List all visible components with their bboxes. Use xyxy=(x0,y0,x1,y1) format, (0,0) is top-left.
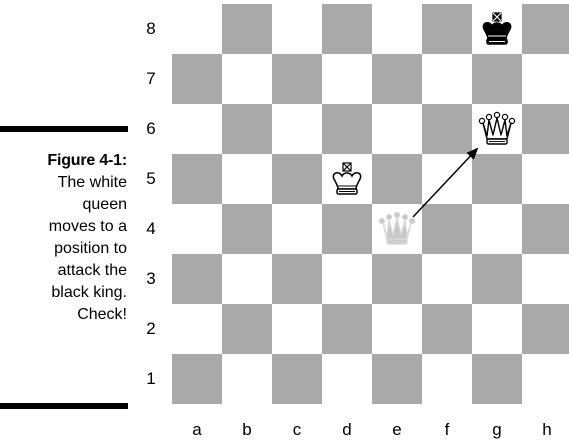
caption-line: position to xyxy=(54,240,127,257)
square-d4[interactable] xyxy=(322,204,372,254)
square-c1[interactable] xyxy=(272,354,322,404)
square-f1[interactable] xyxy=(422,354,472,404)
square-b3[interactable] xyxy=(222,254,272,304)
square-h8[interactable] xyxy=(522,4,569,54)
square-b1[interactable] xyxy=(222,354,272,404)
square-e1[interactable] xyxy=(372,354,422,404)
square-c8[interactable] xyxy=(272,4,322,54)
square-e7[interactable] xyxy=(372,54,422,104)
square-g3[interactable] xyxy=(472,254,522,304)
figure-caption-text: The white queen moves to a position to attac… xyxy=(0,172,127,326)
square-c5[interactable] xyxy=(272,154,322,204)
square-g1[interactable] xyxy=(472,354,522,404)
square-g2[interactable] xyxy=(472,304,522,354)
square-h7[interactable] xyxy=(522,54,569,104)
square-d2[interactable] xyxy=(322,304,372,354)
white-king-icon[interactable] xyxy=(327,159,377,209)
square-b5[interactable] xyxy=(222,154,272,204)
square-f3[interactable] xyxy=(422,254,472,304)
square-h4[interactable] xyxy=(522,204,569,254)
square-e8[interactable] xyxy=(372,4,422,54)
rank-label-4: 4 xyxy=(140,204,162,254)
square-b7[interactable] xyxy=(222,54,272,104)
square-d3[interactable] xyxy=(322,254,372,304)
square-c7[interactable] xyxy=(272,54,322,104)
square-e2[interactable] xyxy=(372,304,422,354)
file-label-b: b xyxy=(222,420,272,440)
caption-line: The white xyxy=(58,174,127,191)
square-b4[interactable] xyxy=(222,204,272,254)
square-a1[interactable] xyxy=(172,354,222,404)
square-f2[interactable] xyxy=(422,304,472,354)
square-g4[interactable] xyxy=(472,204,522,254)
square-a8[interactable] xyxy=(172,4,222,54)
square-c3[interactable] xyxy=(272,254,322,304)
rank-label-7: 7 xyxy=(140,54,162,104)
square-b8[interactable] xyxy=(222,4,272,54)
square-d8[interactable] xyxy=(322,4,372,54)
rank-label-1: 1 xyxy=(140,354,162,404)
ghost-queen-icon[interactable] xyxy=(377,209,427,259)
caption-line: moves to a xyxy=(49,218,127,235)
square-f5[interactable] xyxy=(422,154,472,204)
square-d7[interactable] xyxy=(322,54,372,104)
square-h2[interactable] xyxy=(522,304,569,354)
square-h3[interactable] xyxy=(522,254,569,304)
square-c4[interactable] xyxy=(272,204,322,254)
square-b2[interactable] xyxy=(222,304,272,354)
caption-rule-top xyxy=(0,126,128,132)
file-label-c: c xyxy=(272,420,322,440)
square-e5[interactable] xyxy=(372,154,422,204)
square-h5[interactable] xyxy=(522,154,569,204)
white-queen-icon[interactable] xyxy=(477,109,527,159)
file-label-f: f xyxy=(422,420,472,440)
caption-line: queen xyxy=(83,196,128,213)
square-f8[interactable] xyxy=(422,4,472,54)
file-label-e: e xyxy=(372,420,422,440)
square-a4[interactable] xyxy=(172,204,222,254)
figure-label: Figure 4-1: xyxy=(0,150,127,172)
caption-line: attack the xyxy=(58,262,127,279)
rank-label-2: 2 xyxy=(140,304,162,354)
file-label-g: g xyxy=(472,420,522,440)
square-g5[interactable] xyxy=(472,154,522,204)
square-d6[interactable] xyxy=(322,104,372,154)
square-c2[interactable] xyxy=(272,304,322,354)
file-label-a: a xyxy=(172,420,222,440)
caption-line: Check! xyxy=(77,306,127,323)
square-c6[interactable] xyxy=(272,104,322,154)
square-a5[interactable] xyxy=(172,154,222,204)
square-f7[interactable] xyxy=(422,54,472,104)
square-h6[interactable] xyxy=(522,104,569,154)
rank-label-3: 3 xyxy=(140,254,162,304)
square-d1[interactable] xyxy=(322,354,372,404)
rank-label-6: 6 xyxy=(140,104,162,154)
square-e6[interactable] xyxy=(372,104,422,154)
square-e3[interactable] xyxy=(372,254,422,304)
caption-line: black king. xyxy=(51,284,127,301)
square-a6[interactable] xyxy=(172,104,222,154)
caption-rule-bottom xyxy=(0,403,128,409)
square-a7[interactable] xyxy=(172,54,222,104)
square-f6[interactable] xyxy=(422,104,472,154)
black-king-icon[interactable] xyxy=(477,9,527,59)
rank-label-5: 5 xyxy=(140,154,162,204)
file-label-h: h xyxy=(522,420,569,440)
figure-caption: Figure 4-1: The white queen moves to a posi… xyxy=(0,150,127,326)
square-g7[interactable] xyxy=(472,54,522,104)
square-a3[interactable] xyxy=(172,254,222,304)
square-f4[interactable] xyxy=(422,204,472,254)
square-h1[interactable] xyxy=(522,354,569,404)
square-a2[interactable] xyxy=(172,304,222,354)
rank-label-8: 8 xyxy=(140,4,162,54)
square-b6[interactable] xyxy=(222,104,272,154)
file-label-d: d xyxy=(322,420,372,440)
